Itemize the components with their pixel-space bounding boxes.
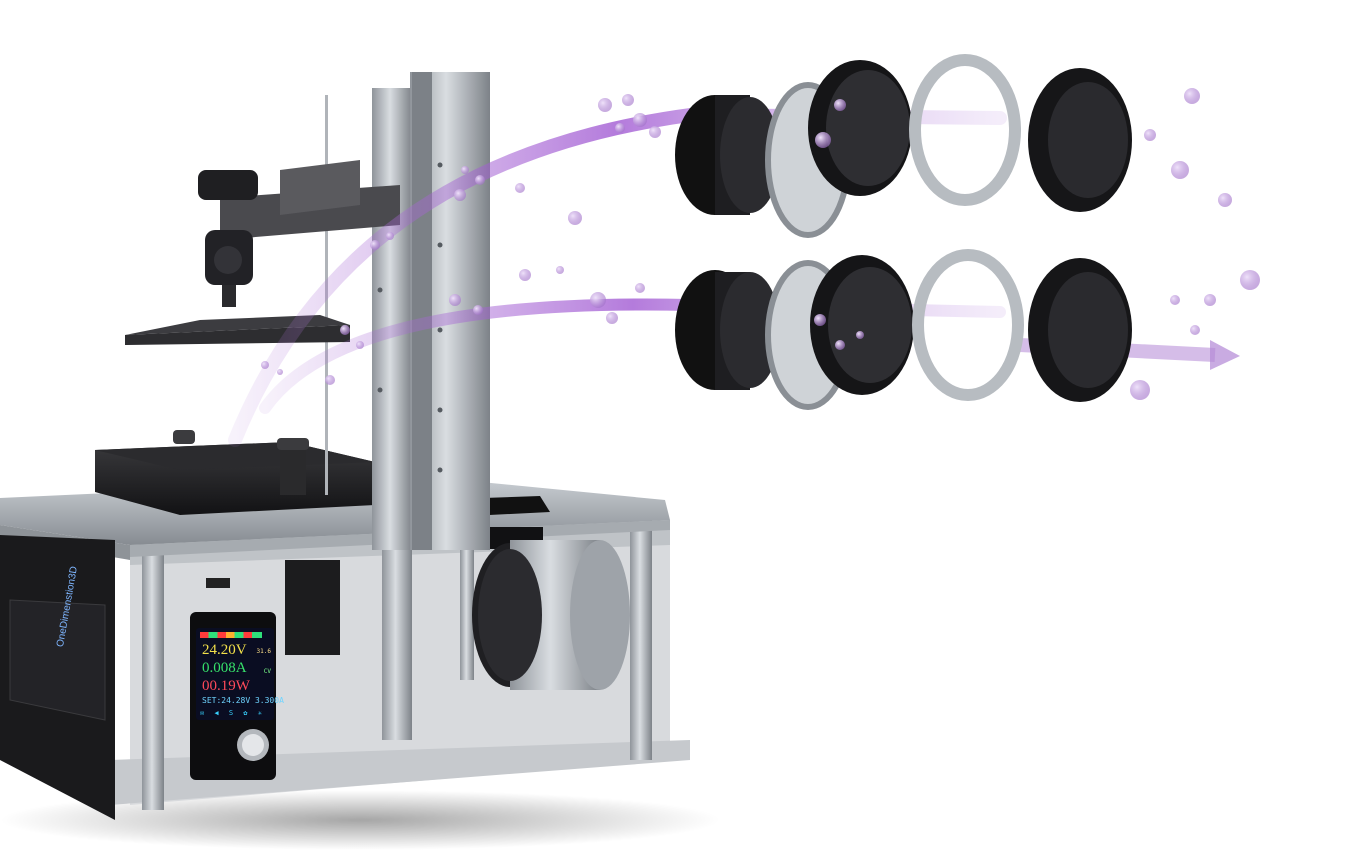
mode-badge: CV	[263, 668, 271, 675]
voltage-readout: 24.20V	[202, 642, 247, 658]
current-readout: 0.008A	[202, 660, 247, 676]
filter-unit-upper	[675, 54, 1132, 238]
temperature-readout: 31.6	[256, 648, 271, 655]
filter-unit-lower	[675, 249, 1132, 410]
power-display: 24.20V 0.008A 00.19W SET:24.28V 3.300A 3…	[196, 628, 284, 720]
display-icons: ✉ ◀ S ✿ ✳	[200, 709, 265, 717]
molecule-particles	[261, 88, 1260, 400]
power-readout: 00.19W	[202, 678, 250, 694]
set-readout: SET:24.28V 3.300A	[202, 696, 284, 705]
resin-printer	[0, 72, 690, 820]
display-status-bar	[200, 632, 262, 638]
